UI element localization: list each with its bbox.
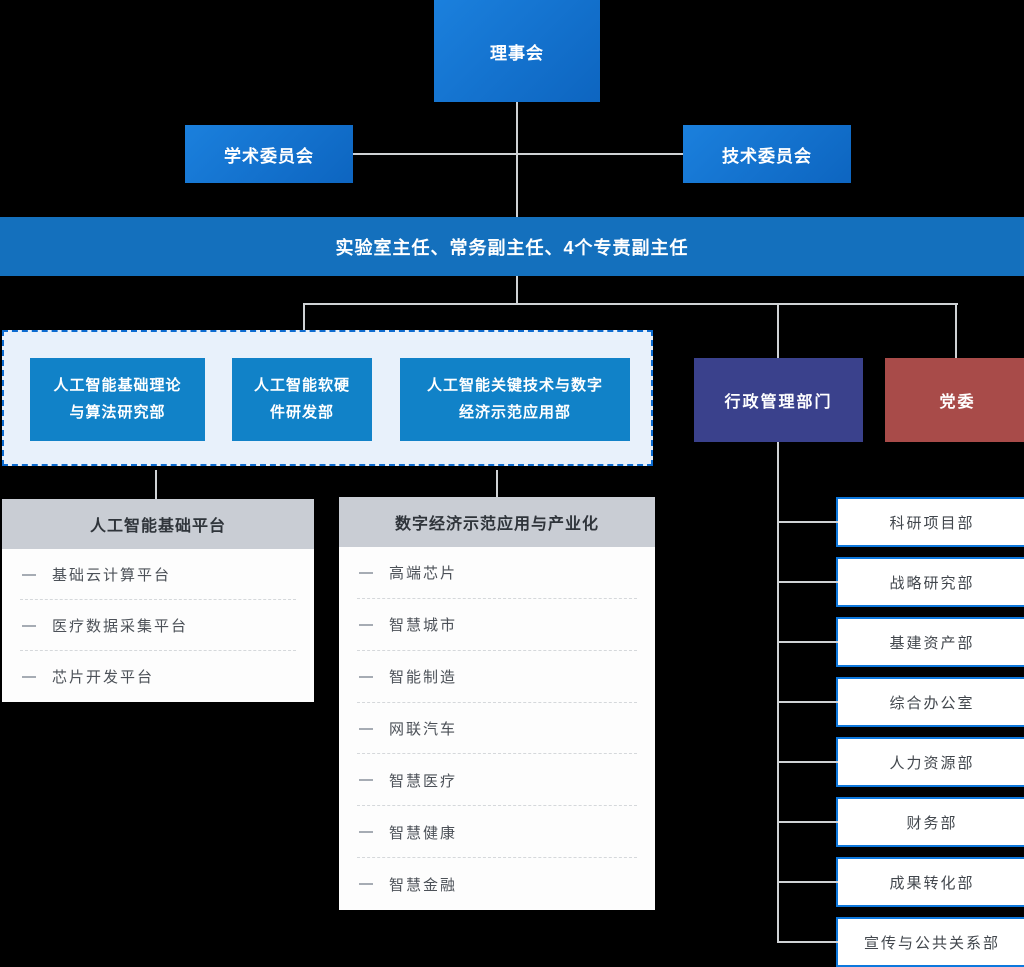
connector-line <box>303 303 958 305</box>
platforms-panel-list: 基础云计算平台 医疗数据采集平台 芯片开发平台 <box>2 549 314 702</box>
applications-panel-list: 高端芯片 智慧城市 智能制造 网联汽车 智慧医疗 智慧健康 智慧金融 <box>339 547 655 910</box>
dash-icon <box>22 573 36 576</box>
research-dept-label-line: 人工智能基础理论 <box>53 377 182 395</box>
application-list-item: 智慧健康 <box>339 806 655 859</box>
connector-line <box>516 276 518 304</box>
application-item-label: 智能制造 <box>389 669 458 687</box>
applications-panel-title: 数字经济示范应用与产业化 <box>339 497 655 547</box>
dash-icon <box>359 675 373 678</box>
admin-dept-box: 财务部 <box>777 797 1024 847</box>
admin-dept-list: 科研项目部 战略研究部 基建资产部 综合办公室 人力资源部 财务部 成果转化部 … <box>777 497 1024 967</box>
dash-icon <box>359 571 373 574</box>
application-list-item: 网联汽车 <box>339 703 655 755</box>
platform-list-item: 基础云计算平台 <box>2 549 314 600</box>
platform-item-label: 医疗数据采集平台 <box>52 618 189 635</box>
dash-icon <box>359 831 373 834</box>
admin-dept-box: 战略研究部 <box>777 557 1024 607</box>
platforms-panel: 人工智能基础平台 基础云计算平台 医疗数据采集平台 芯片开发平台 <box>2 499 314 702</box>
dash-icon <box>22 675 36 678</box>
admin-dept-label: 综合办公室 <box>889 694 975 712</box>
application-item-label: 高端芯片 <box>389 565 458 583</box>
connector-line <box>955 305 957 359</box>
application-item-label: 智慧金融 <box>389 876 458 894</box>
connector-trunk-line <box>777 442 779 941</box>
technical-committee-box: 技术委员会 <box>683 125 851 183</box>
admin-dept-label: 科研项目部 <box>889 514 975 532</box>
platform-list-item: 芯片开发平台 <box>2 651 314 702</box>
application-list-item: 智慧医疗 <box>339 754 655 807</box>
platform-item-label: 芯片开发平台 <box>52 669 155 686</box>
research-dept-box-software-hardware: 人工智能软硬 件研发部 <box>232 358 372 441</box>
application-item-label: 智慧城市 <box>389 617 458 635</box>
application-list-item: 智慧金融 <box>339 858 655 910</box>
platforms-panel-title: 人工智能基础平台 <box>2 499 314 549</box>
admin-management-box: 行政管理部门 <box>694 358 863 442</box>
admin-dept-box: 基建资产部 <box>777 617 1024 667</box>
application-list-item: 智慧城市 <box>339 599 655 651</box>
platform-item-label: 基础云计算平台 <box>52 567 172 584</box>
admin-dept-box: 人力资源部 <box>777 737 1024 787</box>
research-dept-box-key-tech-digital-economy: 人工智能关键技术与数字 经济示范应用部 <box>400 358 630 441</box>
board-of-directors-box: 理事会 <box>434 0 600 102</box>
dash-icon <box>359 727 373 730</box>
admin-dept-box: 综合办公室 <box>777 677 1024 727</box>
connector-line <box>155 470 157 499</box>
admin-dept-label: 成果转化部 <box>889 874 975 892</box>
connector-line <box>496 470 498 497</box>
admin-dept-label: 人力资源部 <box>889 754 975 772</box>
admin-dept-box: 成果转化部 <box>777 857 1024 907</box>
admin-dept-label: 战略研究部 <box>889 574 975 592</box>
connector-line <box>353 153 683 155</box>
applications-panel: 数字经济示范应用与产业化 高端芯片 智慧城市 智能制造 网联汽车 智慧医疗 智慧… <box>339 497 655 910</box>
application-item-label: 智慧健康 <box>389 824 458 842</box>
admin-dept-label: 宣传与公共关系部 <box>863 934 1000 952</box>
research-dept-label-line: 人工智能关键技术与数字 <box>426 377 603 395</box>
research-dept-label-line: 人工智能软硬 <box>253 377 350 395</box>
academic-committee-box: 学术委员会 <box>185 125 353 183</box>
admin-dept-label: 基建资产部 <box>889 634 975 652</box>
research-dept-label-line: 经济示范应用部 <box>458 403 571 421</box>
admin-dept-label: 财务部 <box>906 814 958 832</box>
application-item-label: 智慧医疗 <box>389 772 458 790</box>
lab-directors-bar: 实验室主任、常务副主任、4个专责副主任 <box>0 217 1024 276</box>
application-list-item: 智能制造 <box>339 651 655 703</box>
application-list-item: 高端芯片 <box>339 547 655 599</box>
admin-dept-box: 科研项目部 <box>777 497 1024 547</box>
connector-line <box>777 305 779 359</box>
research-dept-label-line: 与算法研究部 <box>69 403 166 421</box>
dash-icon <box>359 779 373 782</box>
admin-dept-box: 宣传与公共关系部 <box>777 917 1024 967</box>
dash-icon <box>359 883 373 886</box>
application-item-label: 网联汽车 <box>389 721 458 738</box>
dash-icon <box>22 624 36 627</box>
dash-icon <box>359 623 373 626</box>
connector-line <box>516 102 518 217</box>
connector-line <box>303 305 305 331</box>
platform-list-item: 医疗数据采集平台 <box>2 600 314 651</box>
party-committee-box: 党委 <box>885 358 1024 442</box>
research-dept-box-theory-algorithms: 人工智能基础理论 与算法研究部 <box>30 358 205 441</box>
research-dept-label-line: 件研发部 <box>269 403 334 421</box>
